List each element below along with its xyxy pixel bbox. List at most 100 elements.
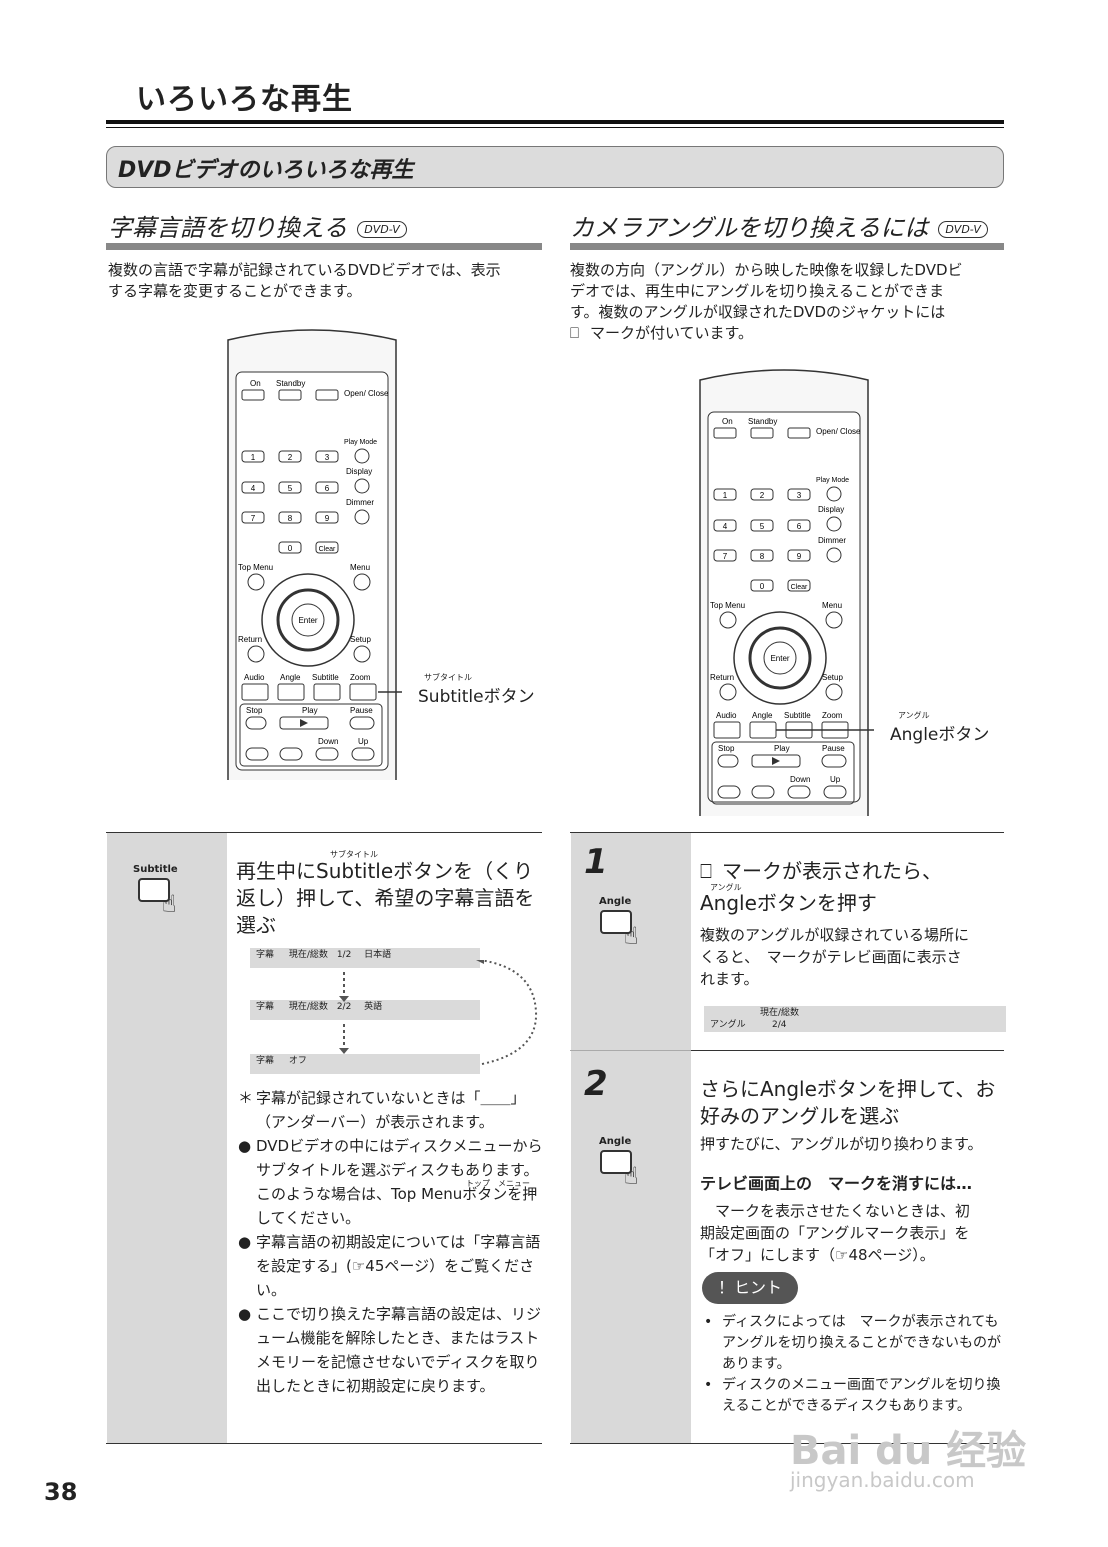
left-step-heading-line: 返し）押して、希望の字幕言語を	[236, 886, 535, 910]
remote-angle-label: Angle	[280, 673, 301, 682]
right-heading-rule	[570, 243, 1004, 250]
press-button-icon	[600, 1150, 632, 1174]
remote-menu-label: Menu	[822, 601, 842, 610]
hint-text: ディスクのメニュー画面でアングルを切り換えることができるディスクもあります。	[722, 1377, 1001, 1414]
remote-enter-label: Enter	[770, 654, 789, 663]
hint-marker: •	[704, 1314, 713, 1330]
open-close-button	[315, 389, 339, 401]
step-1-heading-line2: Angleボタンを押す	[700, 891, 877, 915]
step-ruby: サブタイトル	[330, 850, 378, 859]
watermark-logo: Bai du 经验	[790, 1428, 1027, 1474]
subtitle-button-label: Subtitle	[133, 864, 178, 875]
remote-down-label: Down	[318, 737, 338, 746]
remote-audio-label: Audio	[716, 711, 737, 720]
remote-stop-label: Stop	[246, 706, 263, 715]
page-title: いろいろな再生	[136, 82, 353, 117]
right-intro-line: ⎕マークが付いています。	[570, 323, 1006, 344]
step-divider	[691, 1050, 1004, 1051]
title-rule	[106, 120, 1004, 124]
step-2-body: 押すたびに、アングルが切り換わります。	[700, 1135, 983, 1153]
osd-value: 2/4	[772, 1020, 787, 1030]
left-heading-text: 字幕言語を切り換える	[108, 214, 348, 242]
left-intro-line: 複数の言語で字幕が記録されているDVDビデオでは、表示	[108, 261, 501, 279]
step-2-number: 2	[584, 1064, 608, 1104]
hint-item: • ディスクのメニュー画面でアングルを切り換えることができるディスクもあります。	[704, 1375, 1006, 1417]
note-text: DVDビデオの中にはディスクメニューからサブタイトルを選ぶディスクもあります。こ…	[256, 1137, 543, 1227]
osd-value: 2/2	[336, 1002, 352, 1012]
step-2-heading-line: さらにAngleボタンを押して、お	[700, 1077, 996, 1101]
remote-return-label: Return	[710, 673, 734, 682]
angle-button-label: Angle	[599, 1136, 632, 1147]
remote-menu-label: Menu	[350, 563, 370, 572]
osd-label: 字幕	[256, 950, 275, 960]
remote-zoom-label: Zoom	[350, 673, 371, 682]
note-marker: ●	[238, 1305, 252, 1323]
remote-top-menu-label: Top Menu	[710, 601, 745, 610]
pointing-hand-icon: ☝	[624, 1162, 639, 1190]
remote-play-label: Play	[774, 744, 790, 753]
step-1-body-line: くると、 マークがテレビ画面に表示さ	[700, 948, 962, 966]
right-intro-text: マークが付いています。	[590, 324, 754, 342]
step-1-ruby: アングル	[710, 883, 742, 892]
remote-dimmer-label: Dimmer	[818, 536, 846, 545]
watermark-url: jingyan.baidu.com	[790, 1468, 975, 1492]
note-item: ＊字幕が記録されていないときは「＿＿」（アンダーバー）が表示されます。	[238, 1086, 544, 1134]
angle-callout: Angleボタン	[890, 725, 990, 745]
number-button-label: 8	[760, 552, 765, 561]
hint-badge: ！ヒント	[702, 1272, 798, 1304]
osd-label: アングル	[710, 1020, 746, 1030]
remote-play-label: Play	[302, 706, 318, 715]
step-1-body-line: 複数のアングルが収録されている場所に	[700, 926, 969, 944]
left-step-panel	[107, 833, 227, 1443]
number-button-label: 1	[723, 491, 728, 500]
top-menu-ruby: トップ メニュー	[466, 1179, 530, 1188]
pointing-hand-icon: ☝	[162, 890, 177, 918]
step-2-sub-body-line: 「オフ」にします（☞48ページ）。	[700, 1246, 935, 1264]
press-button-icon	[600, 910, 632, 934]
note-marker: ＊	[238, 1089, 254, 1107]
step-1-heading: ⎕マークが表示されたら、	[700, 858, 1006, 885]
right-step-bottom-rule	[570, 1443, 1004, 1444]
note-text: 字幕が記録されていないときは「＿＿」（アンダーバー）が表示されます。	[256, 1089, 526, 1131]
number-button-label: 3	[797, 491, 802, 500]
remote-subtitle-label: Subtitle	[312, 673, 339, 682]
hint-marker: •	[704, 1377, 713, 1393]
pointing-hand-icon: ☝	[624, 922, 639, 950]
right-intro-line: す。複数のアングルが収録されたDVDのジャケットには	[570, 303, 946, 321]
remote-control-illustration: On Standby Open/ Close Play Mode Display…	[699, 369, 874, 816]
osd-value: 1/2	[336, 950, 352, 960]
remote-play-mode-label: Play Mode	[816, 477, 849, 484]
remote-on-label: On	[722, 417, 733, 426]
title-rule-thin	[106, 127, 1004, 128]
remote-subtitle-label: Subtitle	[784, 711, 811, 720]
osd-flow-arrows	[339, 960, 538, 1065]
subtitle-ruby: サブタイトル	[424, 673, 472, 682]
remote-angle-label: Angle	[752, 711, 773, 720]
remote-standby-label: Standby	[276, 379, 305, 388]
section-bar	[106, 146, 1004, 188]
step-1-heading-text: マークが表示されたら、	[722, 859, 942, 883]
hint-list: •ディスクによっては マークが表示されてもアングルを切り換えることができないもの…	[704, 1312, 1006, 1417]
remote-on-label: On	[250, 379, 261, 388]
osd-subtitle-2: 字幕 現在/総数 2/2 英語	[250, 1000, 480, 1020]
remote-enter-label: Enter	[298, 616, 317, 625]
remote-standby-label: Standby	[748, 417, 777, 426]
step-divider-panel	[570, 1050, 691, 1051]
step-1-body: 複数のアングルが収録されている場所に くると、 マークがテレビ画面に表示さ れま…	[700, 924, 1006, 990]
left-heading-rule	[106, 243, 542, 250]
number-button-label: 2	[760, 491, 765, 500]
note-item: ●DVDビデオの中にはディスクメニューからサブタイトルを選ぶディスクもあります。…	[238, 1134, 544, 1230]
number-button-label: 5	[288, 484, 293, 493]
remote-play-mode-label: Play Mode	[344, 439, 377, 446]
angle-ruby: アングル	[898, 711, 930, 720]
remote-pause-label: Pause	[822, 744, 845, 753]
step-2-heading: さらにAngleボタンを押して、お 好みのアングルを選ぶ	[700, 1076, 1006, 1130]
osd-subtitle-1: 字幕 現在/総数 1/2 日本語	[250, 948, 480, 968]
remote-pause-label: Pause	[350, 706, 373, 715]
remote-control-illustration: On Standby Open/ Close Play Mode Display…	[227, 329, 402, 780]
left-notes: ＊字幕が記録されていないときは「＿＿」（アンダーバー）が表示されます。 ●DVD…	[238, 1086, 544, 1398]
step-2-sub-body-line: 期設定画面の「アングルマーク表示」を	[700, 1224, 970, 1242]
number-button-label: 3	[325, 453, 330, 462]
step-1-body-line: れます。	[700, 970, 759, 988]
